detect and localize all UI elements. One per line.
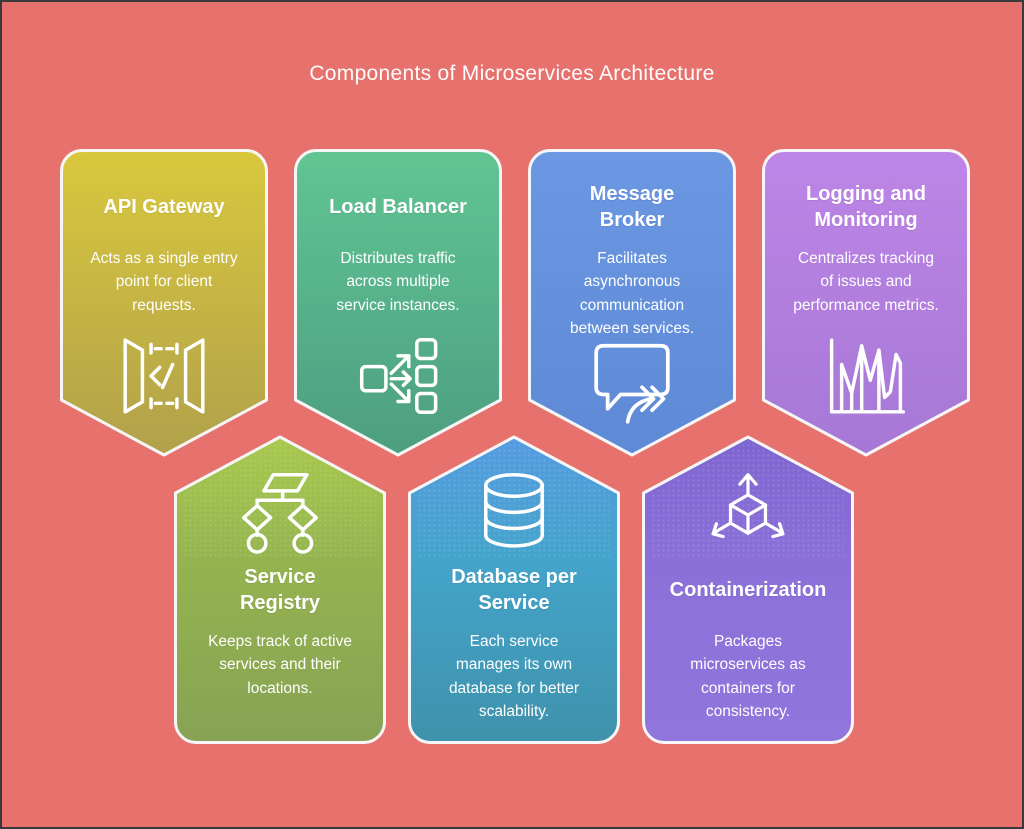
card-description: Distributes traffic across multiple serv… bbox=[336, 250, 460, 314]
card-shape bbox=[528, 149, 736, 457]
card-service-registry: Service Registry Keeps track of active s… bbox=[174, 434, 386, 744]
card-description: Facilitates asynchronous communication b… bbox=[569, 250, 695, 337]
card-title: Logging and Monitoring bbox=[806, 183, 926, 231]
message-broker-icon bbox=[586, 340, 678, 426]
load-balancer-icon bbox=[352, 333, 444, 419]
card-description: Keeps track of active services and their… bbox=[208, 633, 352, 697]
card-title: Message Broker bbox=[589, 183, 675, 231]
logging-monitoring-icon bbox=[820, 333, 912, 419]
card-logging-monitoring: Logging and Monitoring Centralizes track… bbox=[762, 149, 970, 457]
card-message-broker: Message Broker Facilitates asynchronous … bbox=[528, 149, 736, 457]
page-title: Components of Microservices Architecture bbox=[309, 62, 715, 85]
card-description: Acts as a single entry point for client … bbox=[90, 250, 238, 314]
card-containerization: Containerization Packages microservices … bbox=[642, 434, 854, 744]
card-api-gateway: API Gateway Acts as a single entry point… bbox=[60, 149, 268, 457]
card-load-balancer: Load Balancer Distributes traffic across… bbox=[294, 149, 502, 457]
database-icon bbox=[468, 468, 560, 554]
card-description: Centralizes tracking of issues and perfo… bbox=[793, 250, 939, 314]
card-shape bbox=[762, 149, 970, 457]
card-shape bbox=[174, 435, 386, 744]
card-title: Service Registry bbox=[239, 566, 321, 614]
card-shape bbox=[408, 435, 620, 744]
card-database-per-service: Database per Service Each service manage… bbox=[408, 434, 620, 744]
card-description: Each service manages its own database fo… bbox=[448, 633, 580, 720]
card-title: API Gateway bbox=[103, 196, 225, 218]
service-registry-icon bbox=[234, 468, 326, 554]
card-shape bbox=[294, 149, 502, 457]
card-shape bbox=[642, 435, 854, 744]
api-gateway-icon bbox=[118, 333, 210, 419]
containerization-icon bbox=[702, 468, 794, 554]
card-title: Database per Service bbox=[451, 566, 577, 614]
card-title: Load Balancer bbox=[329, 196, 467, 218]
card-shape bbox=[60, 149, 268, 457]
card-title: Containerization bbox=[669, 579, 827, 601]
card-description: Packages microservices as containers for… bbox=[690, 633, 806, 720]
